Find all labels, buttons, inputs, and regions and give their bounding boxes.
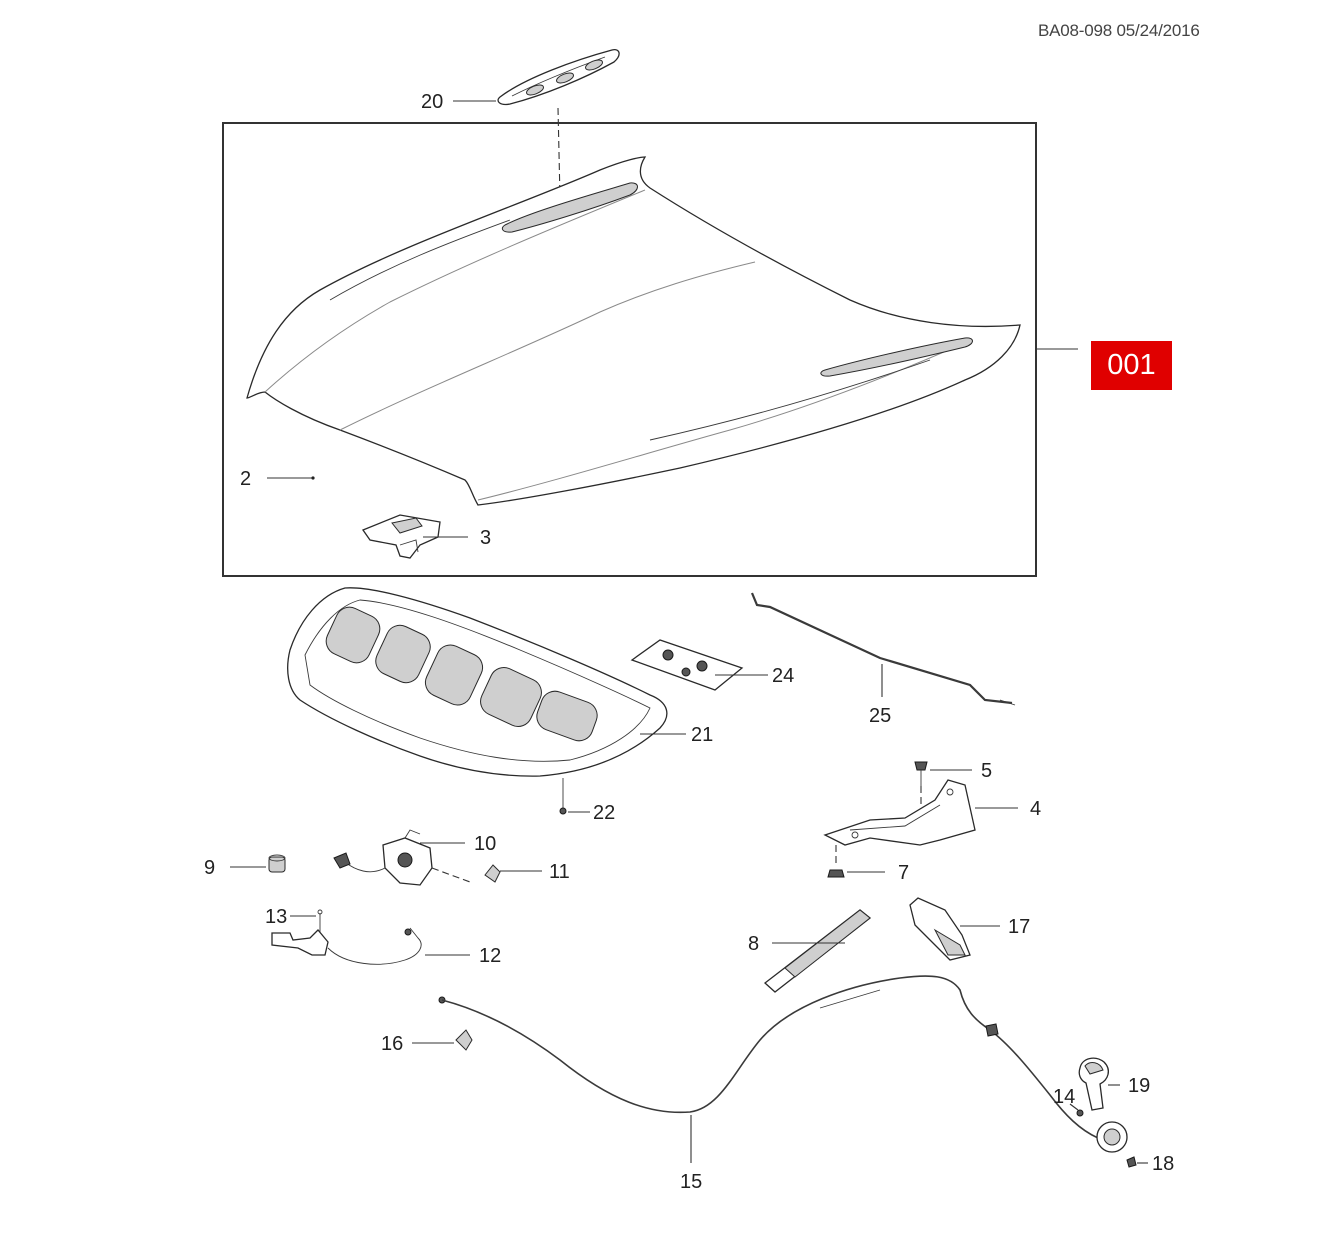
part-20-vent-trim[interactable] [497, 49, 620, 106]
callout-22: 22 [593, 802, 615, 824]
callout-20: 20 [421, 91, 443, 113]
part-14-handle-clip[interactable] [1076, 1109, 1084, 1117]
callout-19: 19 [1128, 1075, 1150, 1097]
part-2-hood-panel[interactable] [246, 156, 1021, 506]
callout-8: 8 [748, 933, 759, 955]
part-10-hood-latch[interactable] [333, 829, 471, 886]
callout-11: 11 [549, 861, 570, 883]
part-20-location-line [557, 107, 561, 199]
part-13-handle-clip[interactable] [317, 909, 323, 935]
part-16-cable-clip[interactable] [455, 1029, 473, 1051]
callout-21: 21 [691, 724, 713, 746]
callout-17: 17 [1008, 916, 1030, 938]
part-9-hood-bumper[interactable] [268, 854, 286, 873]
callout-24: 24 [772, 665, 794, 687]
part-11-latch-bolt[interactable] [484, 864, 501, 883]
assembly-number-badge: 001 [1091, 341, 1172, 390]
part-8-gas-strut[interactable] [763, 909, 872, 993]
part-3-latch-striker[interactable] [361, 514, 441, 559]
callout-10: 10 [474, 833, 496, 855]
callout-25: 25 [869, 705, 891, 727]
diagram-reference-code: BA08-098 05/24/2016 [1038, 21, 1200, 40]
part-15-release-cable[interactable] [438, 975, 1099, 1139]
part-18-screw[interactable] [1126, 1156, 1137, 1168]
part-17-bracket[interactable] [909, 897, 971, 961]
callout-12: 12 [479, 945, 501, 967]
callout-3: 3 [480, 527, 491, 549]
callout-18: 18 [1152, 1153, 1174, 1175]
part-25-prop-rod[interactable] [750, 592, 1016, 706]
part-12-secondary-cable[interactable] [271, 927, 422, 965]
part-22-insulator-retainer[interactable] [559, 778, 567, 815]
callout-13: 13 [265, 906, 287, 928]
part-19-release-handle[interactable] [1078, 1057, 1110, 1111]
callout-2: 2 [240, 468, 251, 490]
callout-15: 15 [680, 1171, 702, 1193]
callout-9: 9 [204, 857, 215, 879]
part-7-hinge-nut[interactable] [827, 845, 845, 878]
callout-16: 16 [381, 1033, 403, 1055]
release-handle-base[interactable] [1096, 1121, 1128, 1153]
callout-7: 7 [898, 862, 909, 884]
part-4-hood-hinge[interactable] [823, 779, 976, 846]
part-21-hood-insulator[interactable] [287, 587, 668, 777]
callout-5: 5 [981, 760, 992, 782]
callout-14: 14 [1053, 1086, 1075, 1108]
part-24-label-kit[interactable] [630, 639, 744, 691]
callout-4: 4 [1030, 798, 1041, 820]
